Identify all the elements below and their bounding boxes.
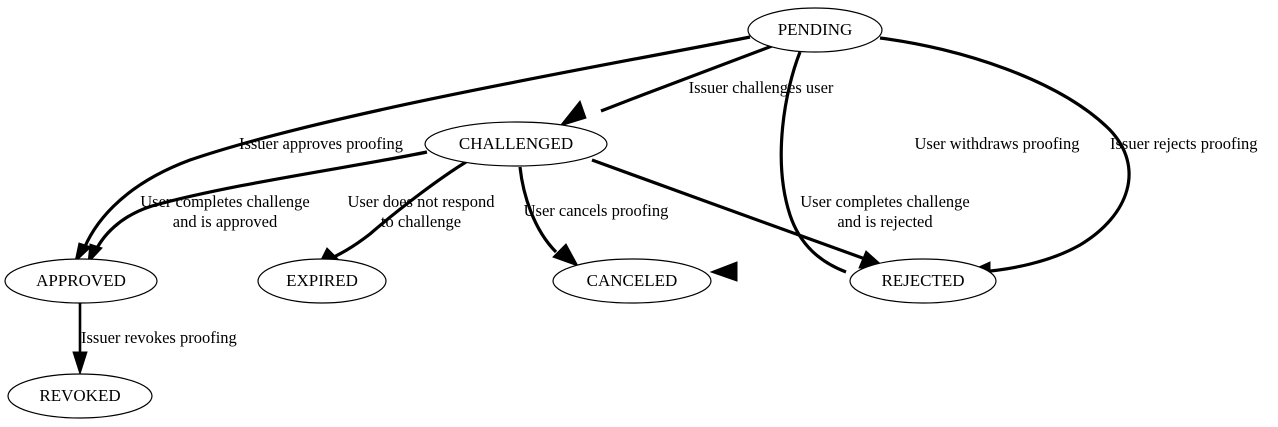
node-rejected[interactable]: REJECTED [849,258,997,304]
node-challenged-label: CHALLENGED [459,134,573,153]
edge-challenged-rejected-path [591,158,869,262]
edge-pending-approved-arrowhead [74,242,92,264]
node-expired-ellipse[interactable] [257,258,387,304]
edge-challenged-canceled [518,166,580,267]
node-approved[interactable]: APPROVED [4,258,158,304]
node-revoked-ellipse[interactable] [7,373,153,419]
edge-pending-rejected [879,36,1131,282]
node-expired-label: EXPIRED [286,271,358,290]
edge-challenged-canceled-path [518,166,558,254]
node-pending-label: PENDING [778,20,853,39]
node-rejected-ellipse[interactable] [849,258,997,304]
edge-pending-canceled-arrowhead [709,261,738,282]
node-canceled[interactable]: CANCELED [552,258,712,304]
edge-challenged-approved-path [92,150,428,255]
edge-pending-challenged-path [600,44,773,113]
node-revoked-label: REVOKED [39,386,120,405]
node-rejected-label: REJECTED [881,271,964,290]
edge-challenged-approved [87,150,428,265]
edge-pending-canceled-path [779,51,847,274]
node-canceled-ellipse[interactable] [552,258,712,304]
edge-label-user-completes-challenge-rejected-line2: and is rejected [837,212,933,231]
edge-label-issuer-challenges-user: Issuer challenges user [689,78,834,97]
node-approved-ellipse[interactable] [4,258,158,304]
edge-pending-approved-path [80,35,751,255]
edge-pending-canceled [709,51,847,282]
edge-pending-rejected-path [879,36,1131,274]
edge-label-user-does-not-respond-line1: User does not respond [347,192,495,211]
edge-pending-challenged [558,44,773,127]
edge-pending-challenged-arrowhead [558,99,587,127]
edge-label-user-completes-challenge-approved-line1: User completes challenge [140,192,310,211]
edge-label-user-completes-challenge-rejected-line1: User completes challenge [800,192,970,211]
edge-approved-revoked [72,303,88,376]
edge-pending-approved [74,35,751,264]
edge-label-issuer-rejects-proofing: Issuer rejects proofing [1110,134,1258,153]
node-canceled-label: CANCELED [587,271,678,290]
edge-label-user-withdraws-proofing: User withdraws proofing [915,134,1080,153]
node-challenged-ellipse[interactable] [424,121,608,167]
edge-challenged-expired-path [327,160,467,262]
node-expired[interactable]: EXPIRED [257,258,387,304]
node-challenged[interactable]: CHALLENGED [424,121,608,167]
edge-label-user-completes-challenge-approved-line2: and is approved [173,212,278,231]
node-pending[interactable]: PENDING [747,7,883,53]
node-approved-label: APPROVED [36,271,126,290]
edge-challenged-canceled-arrowhead [552,243,580,267]
edge-challenged-approved-arrowhead [87,243,103,265]
node-revoked[interactable]: REVOKED [7,373,153,419]
edge-label-user-does-not-respond-line2: to challenge [381,212,461,231]
edge-approved-revoked-arrowhead [72,351,88,376]
edge-label-issuer-approves-proofing: Issuer approves proofing [239,134,403,153]
edge-label-issuer-revokes-proofing: Issuer revokes proofing [81,328,237,347]
node-pending-ellipse[interactable] [747,7,883,53]
edge-label-user-cancels-proofing: User cancels proofing [524,201,669,220]
